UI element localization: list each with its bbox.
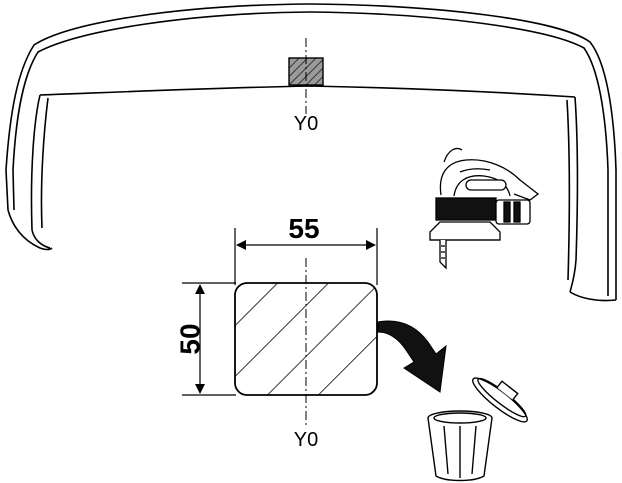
y0-top-label: Y0 xyxy=(294,113,318,135)
y0-bottom-label: Y0 xyxy=(294,429,318,451)
jigsaw-icon xyxy=(429,147,540,270)
height-dim-label: 50 xyxy=(174,323,205,354)
width-dimension xyxy=(234,228,378,285)
trash-can-icon xyxy=(427,377,528,482)
curved-arrow-icon xyxy=(377,320,447,393)
bumper-outline xyxy=(5,3,617,302)
width-dim-label: 55 xyxy=(288,213,319,244)
height-dimension xyxy=(182,282,236,396)
